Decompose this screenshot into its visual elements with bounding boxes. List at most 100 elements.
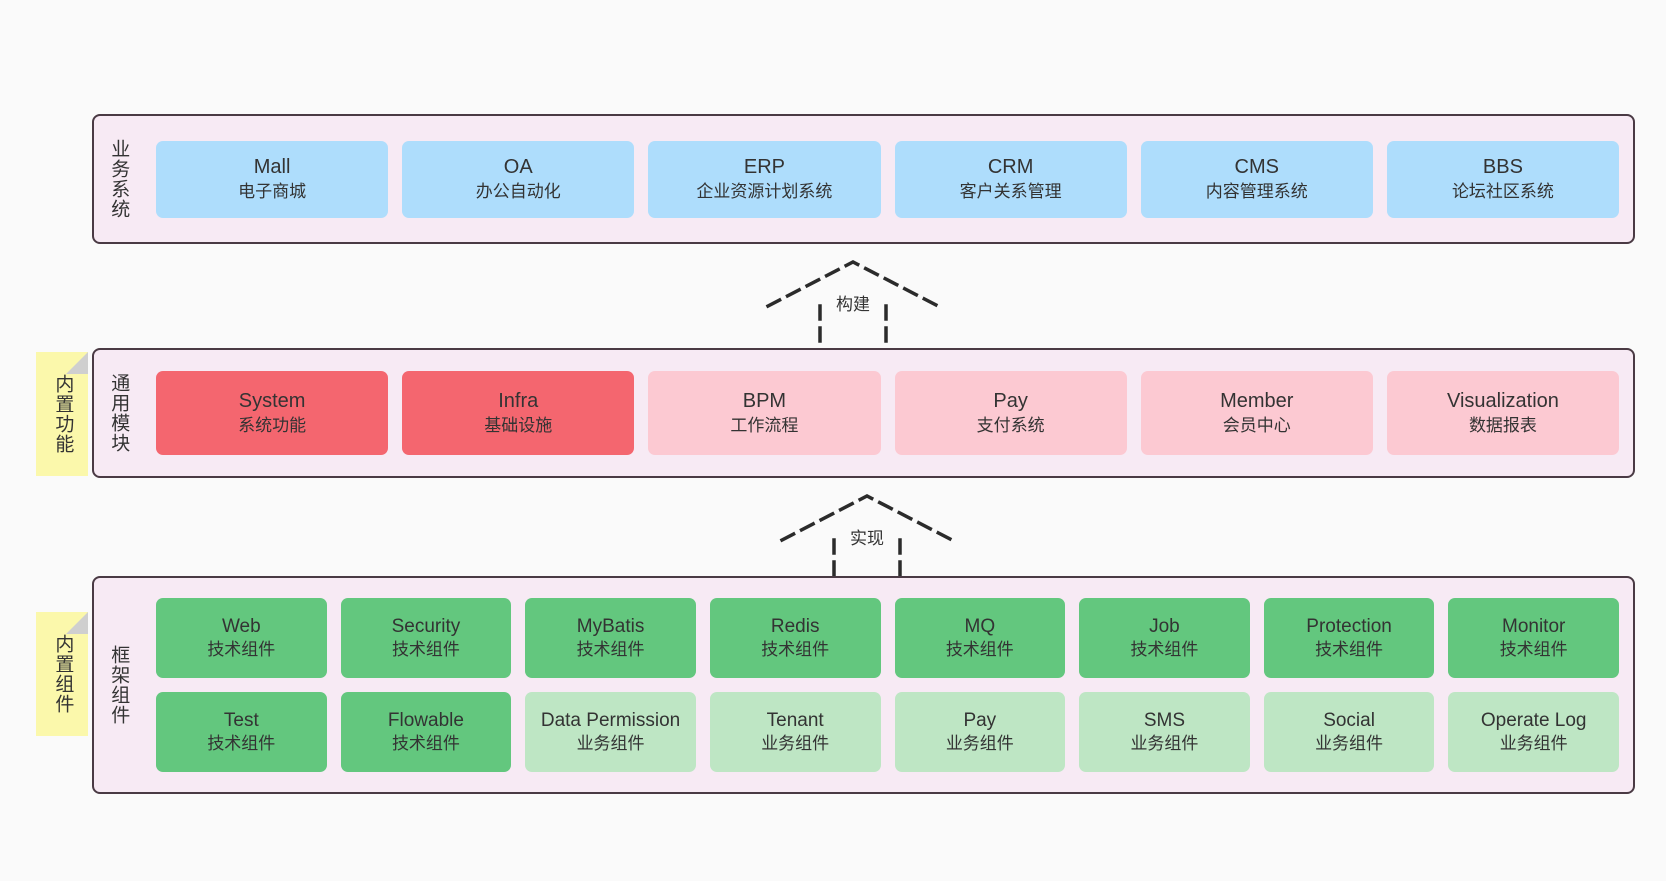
card-title-cn: 技术组件 <box>576 640 645 660</box>
card-title-cn: 业务组件 <box>576 734 645 754</box>
card-job[interactable]: Job 技术组件 <box>1079 598 1250 678</box>
card-pay-module[interactable]: Pay 支付系统 <box>894 371 1127 455</box>
card-title-cn: 工作流程 <box>730 415 799 435</box>
card-title-cn: 电子商城 <box>238 181 307 201</box>
card-title-cn: 数据报表 <box>1468 415 1537 435</box>
card-erp[interactable]: ERP 企业资源计划系统 <box>648 140 881 218</box>
card-title-cn: 业务组件 <box>945 734 1014 754</box>
card-title-en: Redis <box>770 615 820 637</box>
card-monitor[interactable]: Monitor 技术组件 <box>1448 598 1619 678</box>
layer-common-modules: 通用模块 System 系统功能 Infra 基础设施 BPM 工作流程 Pay… <box>92 348 1635 478</box>
card-title-cn: 技术组件 <box>1315 640 1384 660</box>
card-title-en: Pay <box>993 390 1028 413</box>
card-title-en: System <box>238 390 306 413</box>
layer-body-common-modules: System 系统功能 Infra 基础设施 BPM 工作流程 Pay 支付系统… <box>142 350 1633 476</box>
card-title-cn: 企业资源计划系统 <box>696 181 833 201</box>
card-title-en: MyBatis <box>576 615 645 637</box>
card-title-en: OA <box>503 156 533 179</box>
card-row: Test 技术组件 Flowable 技术组件 Data Permission … <box>156 692 1619 772</box>
card-title-en: BBS <box>1482 156 1523 179</box>
card-title-cn: 业务组件 <box>1499 734 1568 754</box>
card-title-cn: 技术组件 <box>1499 640 1568 660</box>
card-title-cn: 论坛社区系统 <box>1451 181 1554 201</box>
card-title-en: Flowable <box>387 709 464 731</box>
connector-implement: 实现 <box>772 488 962 588</box>
card-social[interactable]: Social 业务组件 <box>1263 692 1435 772</box>
arrow-head-path <box>765 260 941 309</box>
card-visualization[interactable]: Visualization 数据报表 <box>1386 371 1620 455</box>
card-title-cn: 支付系统 <box>976 415 1045 435</box>
card-web[interactable]: Web 技术组件 <box>156 598 327 678</box>
card-row: Web 技术组件 Security 技术组件 MyBatis 技术组件 Redi… <box>156 598 1619 678</box>
layer-business-system: 业务系统 Mall 电子商城 OA 办公自动化 ERP 企业资源计划系统 CRM… <box>92 114 1635 244</box>
card-title-en: Mall <box>253 156 291 179</box>
card-test[interactable]: Test 技术组件 <box>156 692 327 772</box>
card-title-en: Test <box>223 709 259 731</box>
card-title-en: CMS <box>1234 156 1279 179</box>
card-title-en: Security <box>391 615 461 637</box>
layer-framework-components: 框架组件 Web 技术组件 Security 技术组件 MyBatis 技术组件… <box>92 576 1635 794</box>
card-title-en: MQ <box>964 615 996 637</box>
card-title-cn: 技术组件 <box>207 734 276 754</box>
card-title-en: CRM <box>987 156 1034 179</box>
layer-title-common-modules: 通用模块 <box>108 373 130 453</box>
card-title-cn: 技术组件 <box>391 640 460 660</box>
card-title-en: Pay <box>963 709 997 731</box>
card-row: System 系统功能 Infra 基础设施 BPM 工作流程 Pay 支付系统… <box>156 371 1620 455</box>
card-flowable[interactable]: Flowable 技术组件 <box>340 692 512 772</box>
card-mall[interactable]: Mall 电子商城 <box>156 140 389 218</box>
sticky-note-builtin-function: 内置功能 <box>36 352 88 476</box>
card-title-cn: 客户关系管理 <box>959 181 1062 201</box>
layer-title-business-system: 业务系统 <box>108 139 130 219</box>
card-title-en: SMS <box>1143 709 1186 731</box>
layer-title-framework-components: 框架组件 <box>108 645 130 725</box>
arrow-head-path <box>779 494 955 543</box>
connector-build: 构建 <box>758 254 948 354</box>
sticky-note-builtin-component: 内置组件 <box>36 612 88 736</box>
card-title-en: Tenant <box>766 709 824 731</box>
card-title-cn: 技术组件 <box>945 640 1014 660</box>
card-redis[interactable]: Redis 技术组件 <box>709 598 881 678</box>
card-bbs[interactable]: BBS 论坛社区系统 <box>1386 140 1620 218</box>
card-infra[interactable]: Infra 基础设施 <box>402 371 635 455</box>
card-title-en: Visualization <box>1446 390 1559 413</box>
card-protection[interactable]: Protection 技术组件 <box>1263 598 1435 678</box>
card-title-en: Member <box>1220 390 1294 413</box>
connector-label-build: 构建 <box>836 295 870 314</box>
card-oa[interactable]: OA 办公自动化 <box>402 140 635 218</box>
layer-body-framework-components: Web 技术组件 Security 技术组件 MyBatis 技术组件 Redi… <box>142 578 1633 792</box>
card-title-cn: 业务组件 <box>761 734 830 754</box>
card-title-cn: 业务组件 <box>1315 734 1384 754</box>
sticky-note-label: 内置组件 <box>52 634 74 714</box>
sticky-note-label: 内置功能 <box>52 374 74 454</box>
card-operate-log[interactable]: Operate Log 业务组件 <box>1448 692 1619 772</box>
card-row: Mall 电子商城 OA 办公自动化 ERP 企业资源计划系统 CRM 客户关系… <box>156 140 1620 218</box>
card-title-en: Monitor <box>1502 615 1566 637</box>
card-title-cn: 技术组件 <box>1130 640 1199 660</box>
card-cms[interactable]: CMS 内容管理系统 <box>1140 140 1373 218</box>
card-title-en: Operate Log <box>1480 709 1587 731</box>
card-system[interactable]: System 系统功能 <box>156 371 389 455</box>
card-title-cn: 系统功能 <box>238 415 307 435</box>
card-bpm[interactable]: BPM 工作流程 <box>648 371 881 455</box>
card-security[interactable]: Security 技术组件 <box>340 598 512 678</box>
card-crm[interactable]: CRM 客户关系管理 <box>894 140 1127 218</box>
card-title-cn: 内容管理系统 <box>1205 181 1308 201</box>
card-title-en: Job <box>1149 615 1180 637</box>
card-title-cn: 技术组件 <box>761 640 830 660</box>
card-mq[interactable]: MQ 技术组件 <box>894 598 1066 678</box>
card-title-en: Data Permission <box>540 709 681 731</box>
layer-body-business-system: Mall 电子商城 OA 办公自动化 ERP 企业资源计划系统 CRM 客户关系… <box>142 116 1633 242</box>
card-title-cn: 技术组件 <box>207 640 276 660</box>
card-title-en: Social <box>1323 709 1375 731</box>
card-data-permission[interactable]: Data Permission 业务组件 <box>525 692 696 772</box>
card-sms[interactable]: SMS 业务组件 <box>1079 692 1250 772</box>
card-member[interactable]: Member 会员中心 <box>1140 371 1373 455</box>
card-title-en: Web <box>221 615 261 637</box>
connector-label-implement: 实现 <box>850 529 884 548</box>
card-mybatis[interactable]: MyBatis 技术组件 <box>525 598 696 678</box>
card-title-en: Infra <box>498 390 539 413</box>
card-tenant[interactable]: Tenant 业务组件 <box>709 692 881 772</box>
card-pay-component[interactable]: Pay 业务组件 <box>894 692 1066 772</box>
